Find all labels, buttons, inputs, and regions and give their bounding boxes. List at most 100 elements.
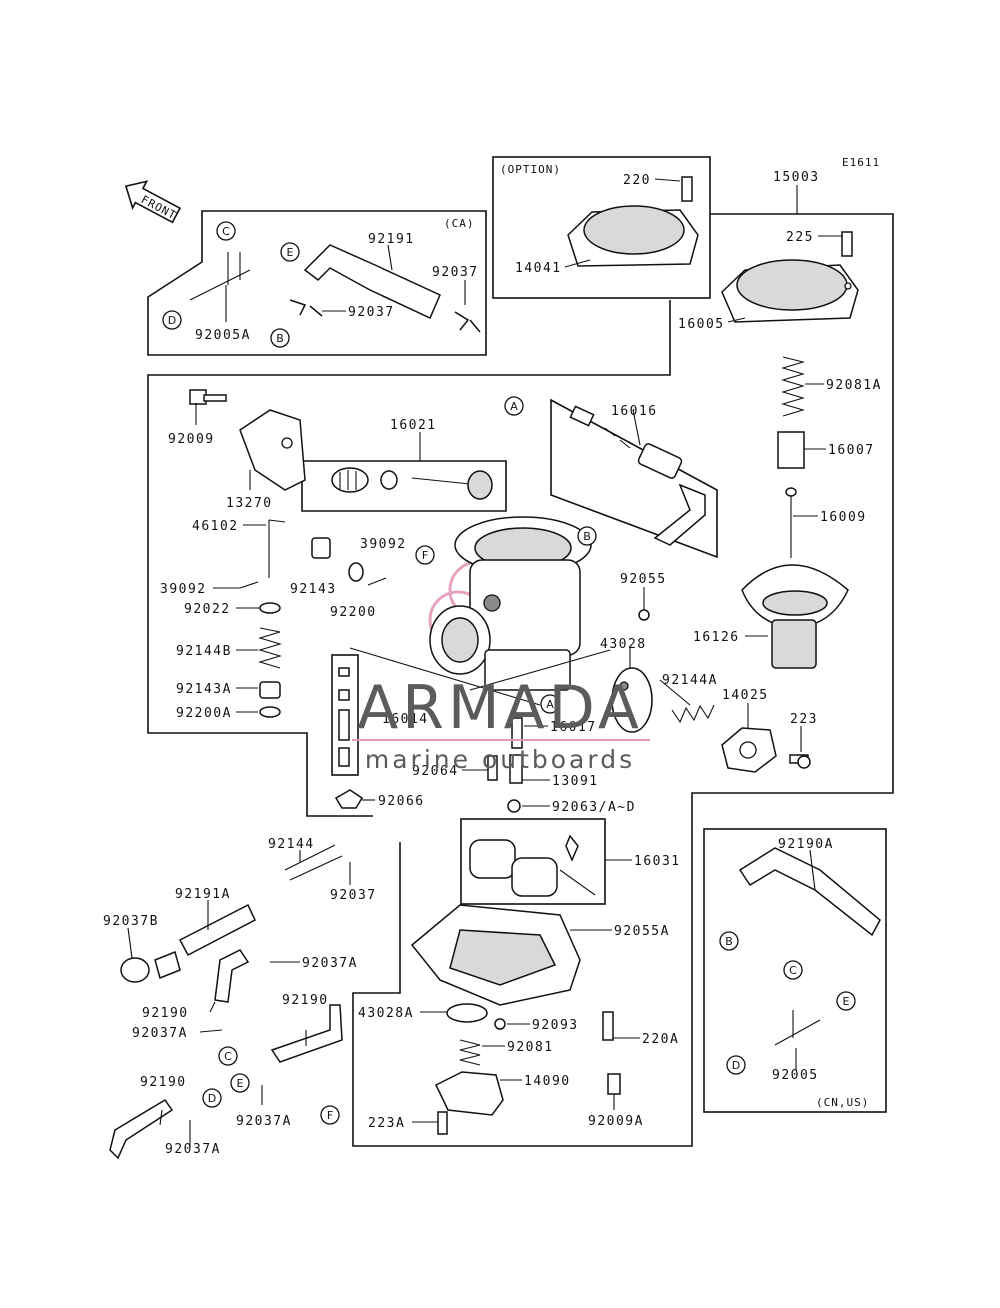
cap-92066 (334, 789, 364, 809)
callout-d-lower: D (202, 1088, 222, 1108)
svg-text:D: D (208, 1092, 216, 1105)
part-220A: 220A (642, 1032, 679, 1047)
callout-a-top: A (504, 396, 524, 416)
clamp-92037B (120, 957, 150, 983)
callout-c-ca: C (216, 221, 236, 241)
part-220: 220 (623, 173, 651, 188)
part-43028A: 43028A (358, 1006, 414, 1021)
part-92190-b: 92190 (282, 993, 329, 1008)
spring-92144 (284, 844, 343, 881)
spring-92081 (459, 1039, 481, 1066)
cable-16016 (569, 405, 706, 546)
part-16016: 16016 (611, 404, 658, 419)
needle-holder-16007 (777, 431, 805, 469)
option-box-label: (OPTION) (500, 163, 561, 176)
part-92190A: 92190A (778, 837, 834, 852)
float-16031 (469, 834, 596, 897)
clip-92037-ca2 (454, 311, 481, 333)
option-box (492, 156, 711, 299)
part-13091: 13091 (552, 774, 599, 789)
callout-d-ca: D (162, 310, 182, 330)
svg-text:B: B (583, 530, 591, 543)
part-92143A: 92143A (176, 682, 232, 697)
callout-f-lower: F (320, 1105, 340, 1125)
oring-92093 (494, 1018, 506, 1030)
callout-b-ca: B (270, 328, 290, 348)
option-cover-part (567, 176, 699, 267)
starter-16021 (331, 467, 493, 500)
part-14025: 14025 (722, 688, 769, 703)
svg-text:D: D (168, 314, 176, 327)
diaphragm-16126 (741, 564, 849, 669)
callout-b-body: B (577, 526, 597, 546)
svg-text:C: C (222, 225, 230, 238)
callout-a-body: A (540, 694, 560, 714)
part-92191: 92191 (368, 232, 415, 247)
part-223A: 223A (368, 1116, 405, 1131)
part-43028: 43028 (600, 637, 647, 652)
part-223: 223 (790, 712, 818, 727)
main-frame-right (352, 213, 894, 1147)
part-39092-b: 39092 (160, 582, 207, 597)
main-frame-left (147, 300, 671, 817)
part-15003: 15003 (773, 170, 820, 185)
part-92190-a: 92190 (142, 1006, 189, 1021)
ring-92200 (348, 562, 364, 582)
jet-16014 (338, 667, 350, 767)
callout-e-cnus: E (836, 991, 856, 1011)
screw-13091 (509, 754, 523, 784)
part-92200A: 92200A (176, 706, 232, 721)
part-16031: 16031 (634, 854, 681, 869)
watermark-title: ARMADA (357, 673, 643, 743)
collar-92143A (259, 681, 281, 699)
svg-text:F: F (327, 1109, 333, 1122)
svg-text:B: B (276, 332, 284, 345)
jet-box (331, 654, 359, 776)
part-92055A: 92055A (614, 924, 670, 939)
clip-92037-ca (289, 299, 323, 317)
part-92143: 92143 (290, 582, 337, 597)
part-92022: 92022 (184, 602, 231, 617)
svg-text:E: E (843, 995, 850, 1008)
diaphragm-43028A (446, 1003, 488, 1023)
part-92037-ca2: 92037 (348, 305, 395, 320)
part-16014: 16014 (382, 712, 429, 727)
part-92081A: 92081A (826, 378, 882, 393)
plug-92063 (507, 799, 521, 813)
part-14041: 14041 (515, 261, 562, 276)
leader-lines (127, 178, 843, 1146)
part-92063: 92063/A~D (552, 800, 636, 815)
svg-text:A: A (510, 400, 518, 413)
part-16007: 16007 (828, 443, 875, 458)
part-92037: 92037 (330, 888, 377, 903)
screw-220A (602, 1011, 614, 1041)
part-92200: 92200 (330, 605, 377, 620)
svg-text:E: E (287, 246, 294, 259)
pin-39092b (367, 577, 387, 586)
part-92005A: 92005A (195, 328, 251, 343)
part-16005: 16005 (678, 317, 725, 332)
part-labels: 220 14041 15003 225 16005 92081A 16007 1… (103, 170, 882, 1157)
part-92037A-d: 92037A (165, 1142, 221, 1157)
part-92144: 92144 (268, 837, 315, 852)
bracket-13270 (239, 409, 306, 491)
part-92005: 92005 (772, 1068, 819, 1083)
diaphragm-43028 (611, 667, 653, 733)
rod-46102 (268, 519, 286, 578)
part-92009A: 92009A (588, 1114, 644, 1129)
hose-92191A (178, 903, 256, 957)
hose-92190A (738, 847, 881, 937)
part-92037B: 92037B (103, 914, 159, 929)
callout-c-lower: C (218, 1046, 238, 1066)
part-39092-a: 39092 (360, 537, 407, 552)
screw-223 (789, 754, 811, 769)
callout-b-cnus: B (719, 931, 739, 951)
callout-e-ca: E (280, 242, 300, 262)
float-bowl (410, 904, 581, 1006)
collar-92143 (311, 537, 331, 559)
svg-text:E: E (237, 1077, 244, 1090)
washer-92200A (259, 706, 281, 718)
fitting-92005 (774, 1010, 821, 1046)
callout-f-body: F (415, 545, 435, 565)
